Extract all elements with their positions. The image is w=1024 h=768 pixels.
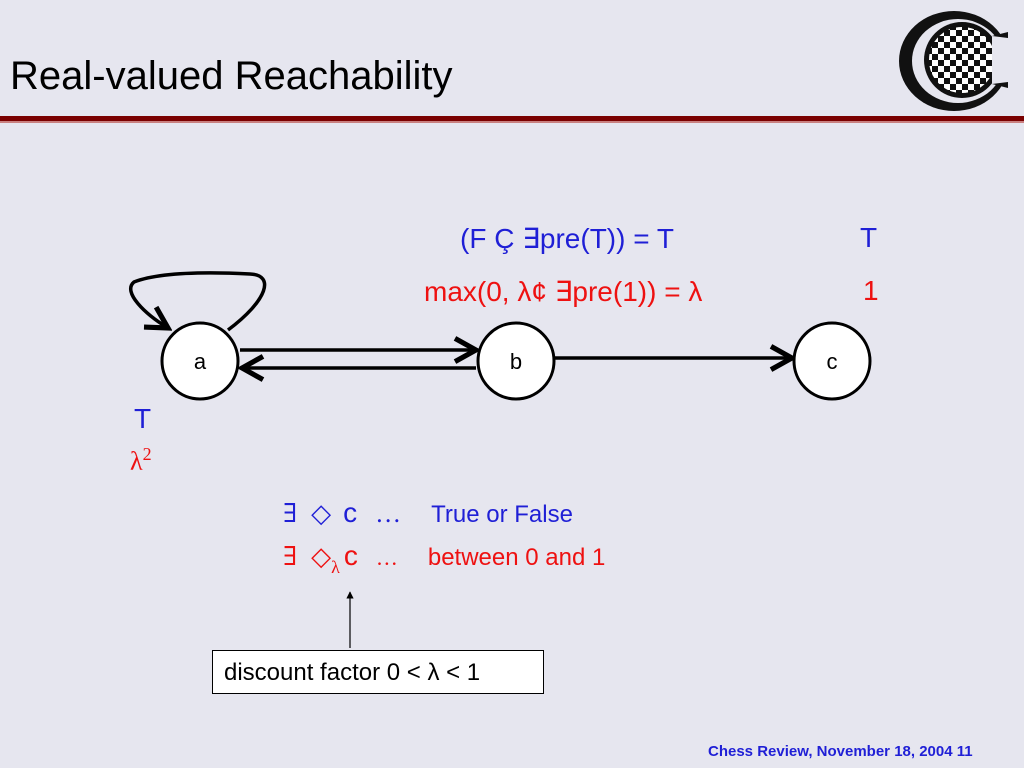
slide-title: Real-valued Reachability <box>10 54 453 98</box>
row2-target: c <box>343 540 358 571</box>
diamond-icon: ◇ <box>311 498 332 528</box>
node-c <box>792 321 872 401</box>
node-c-label: c <box>827 349 838 374</box>
chess-logo <box>899 11 1016 111</box>
exists-symbol: ∃ <box>283 499 298 528</box>
edge-a-self-loop <box>129 271 267 332</box>
real-equation: max(0, λ¢ ∃pre(1)) = λ <box>424 276 703 307</box>
discounted-reachability-row: ∃ ◇ λ c … between 0 and 1 <box>283 540 606 577</box>
discount-factor-callout: discount factor 0 < λ < 1 <box>212 650 544 694</box>
node-a-boolean-value: T <box>134 403 152 434</box>
row1-ellipsis: … <box>375 499 402 528</box>
node-a-real-base: λ <box>130 446 143 476</box>
row2-description: between 0 and 1 <box>427 544 606 571</box>
exists-symbol: ∃ <box>283 542 298 571</box>
title-rule-shadow <box>0 121 1024 123</box>
lambda-subscript: λ <box>331 557 340 577</box>
diamond-icon: ◇ <box>311 541 332 571</box>
boolean-equation: (F Ç ∃pre(T)) = T <box>460 223 674 254</box>
title-rule <box>0 116 1024 121</box>
node-b <box>476 321 556 401</box>
slide-footer: Chess Review, November 18, 2004 11 <box>708 743 973 760</box>
row1-target: c <box>343 497 358 528</box>
node-a <box>160 321 240 401</box>
real-value-c: 1 <box>863 275 879 306</box>
node-b-label: b <box>510 349 522 374</box>
node-a-real-exponent: 2 <box>142 444 152 464</box>
boolean-reachability-row: ∃ ◇ c … True or False <box>283 497 573 529</box>
node-a-real-value: λ2 <box>130 444 152 477</box>
boolean-value-c: T <box>860 222 878 253</box>
row2-ellipsis: … <box>375 545 398 570</box>
node-a-label: a <box>194 349 207 374</box>
row1-description: True or False <box>431 501 573 528</box>
